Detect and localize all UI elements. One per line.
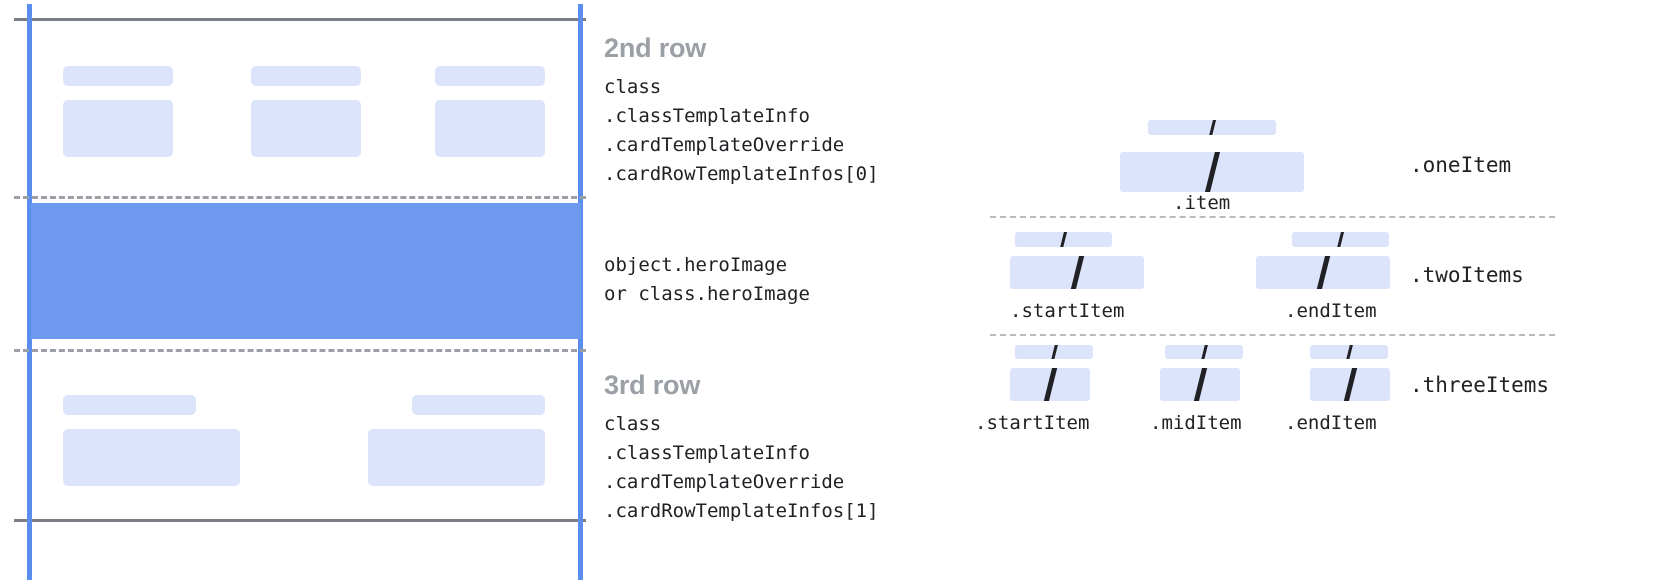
- slash-icon: [1070, 256, 1085, 289]
- row3-col1-body-placeholder: [63, 429, 240, 486]
- row2-col3-body-placeholder: [435, 100, 545, 157]
- slash-icon: [1059, 232, 1068, 247]
- two-items-start-label-bar: [1015, 232, 1112, 247]
- one-item-group-label: .oneItem: [1410, 153, 1512, 177]
- row2-col2-title-placeholder: [251, 66, 361, 86]
- two-items-end-label-bar: [1292, 232, 1389, 247]
- one-item-label-bar: [1148, 120, 1276, 135]
- row3-title: 3rd row: [604, 370, 701, 400]
- one-item-value-bar: [1120, 152, 1304, 192]
- card-left-guide: [27, 4, 32, 580]
- two-items-end-label: .endItem: [1285, 300, 1377, 322]
- row2-col3-title-placeholder: [435, 66, 545, 86]
- item-group-separator-1: [990, 216, 1555, 218]
- slash-icon: [1043, 368, 1058, 401]
- two-items-end-value-bar: [1256, 256, 1390, 289]
- one-item-item-label: .item: [1173, 192, 1231, 214]
- card-bottom-rule: [14, 519, 586, 522]
- row3-code-path: class .classTemplateInfo .cardTemplateOv…: [604, 413, 879, 522]
- slash-icon: [1208, 120, 1217, 135]
- two-items-group-label: .twoItems: [1410, 263, 1524, 287]
- three-items-start-label-bar: [1015, 345, 1093, 359]
- item-layout-diagram: .item .oneItem .startItem .endItem .twoI…: [960, 0, 1676, 584]
- card-template-diagram: [0, 0, 600, 584]
- slash-icon: [1316, 256, 1331, 289]
- slash-icon: [1204, 152, 1221, 192]
- three-items-group-label: .threeItems: [1410, 373, 1550, 397]
- row2-code-path: class .classTemplateInfo .cardTemplateOv…: [604, 76, 879, 185]
- row2-col1-body-placeholder: [63, 100, 173, 157]
- item-group-separator-2: [990, 334, 1555, 336]
- card-top-rule: [14, 18, 586, 21]
- three-items-end-label: .endItem: [1285, 412, 1377, 434]
- row3-col2-title-placeholder: [412, 395, 545, 415]
- row2-title: 2nd row: [604, 33, 707, 63]
- row-separator-bottom: [14, 349, 586, 352]
- three-items-end-label-bar: [1310, 345, 1388, 359]
- slash-icon: [1050, 345, 1059, 359]
- row3-col2-body-placeholder: [368, 429, 545, 486]
- slash-icon: [1343, 368, 1358, 401]
- row2-col2-body-placeholder: [251, 100, 361, 157]
- slash-icon: [1345, 345, 1354, 359]
- two-items-start-value-bar: [1010, 256, 1144, 289]
- three-items-end-value-bar: [1310, 368, 1390, 401]
- three-items-mid-label: .midItem: [1150, 412, 1242, 434]
- three-items-start-value-bar: [1010, 368, 1090, 401]
- two-items-start-label: .startItem: [1010, 300, 1125, 322]
- slash-icon: [1200, 345, 1209, 359]
- hero-image-code-path: object.heroImage or class.heroImage: [604, 254, 810, 305]
- three-items-mid-value-bar: [1160, 368, 1240, 401]
- three-items-mid-label-bar: [1165, 345, 1243, 359]
- slash-icon: [1193, 368, 1208, 401]
- slash-icon: [1336, 232, 1345, 247]
- row2-col1-title-placeholder: [63, 66, 173, 86]
- row-separator-top: [14, 196, 586, 199]
- row3-col1-title-placeholder: [63, 395, 196, 415]
- three-items-start-label: .startItem: [975, 412, 1090, 434]
- hero-image-band: [31, 203, 581, 339]
